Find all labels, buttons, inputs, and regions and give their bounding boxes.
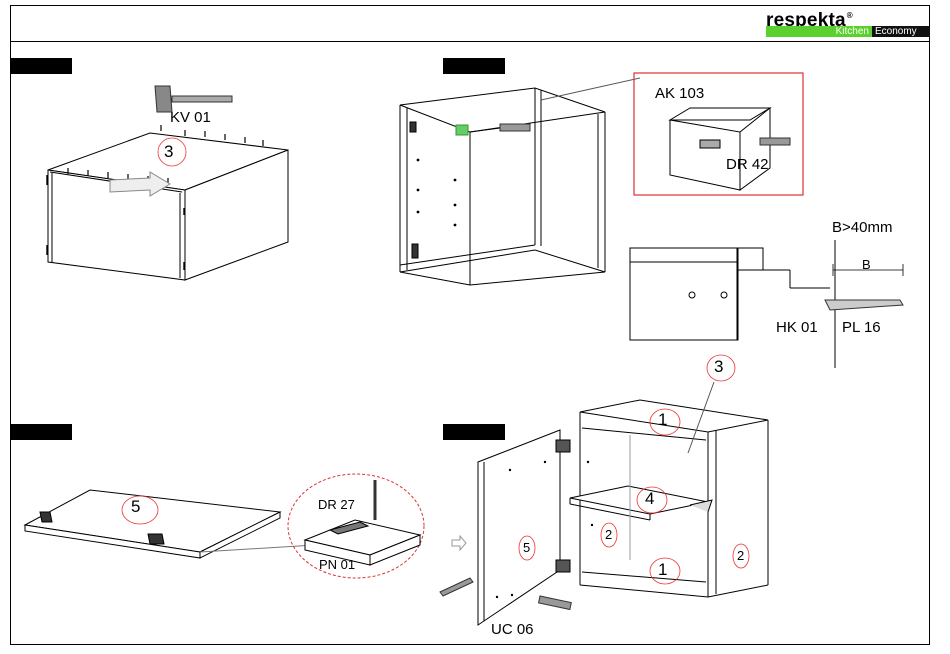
label-dr27: DR 27	[318, 497, 355, 513]
label-kv01: KV 01	[170, 110, 211, 126]
door-flat-number: 5	[131, 499, 140, 515]
label-ak103: AK 103	[655, 86, 704, 102]
step2-cabinet	[400, 78, 640, 285]
step1-part-number: 3	[164, 144, 173, 160]
label-hk01: HK 01	[776, 320, 818, 336]
ak103-bracket	[670, 108, 790, 190]
shelf-bottom-number: 1	[658, 562, 667, 578]
side-right-number: 2	[737, 548, 744, 564]
door-number: 5	[523, 540, 530, 556]
step4-cabinet	[440, 382, 768, 625]
label-dr42: DR 42	[726, 157, 769, 173]
hinge-detail	[305, 480, 420, 565]
label-pn01: PN 01	[319, 557, 355, 573]
shelf-mid-number: 4	[645, 491, 654, 507]
shelf-top-number: 1	[658, 412, 667, 428]
detail-part-number: 3	[714, 359, 723, 375]
label-uc06: UC 06	[491, 622, 534, 638]
label-pl16: PL 16	[842, 320, 881, 336]
label-b: B	[862, 257, 871, 273]
step3-door	[25, 490, 315, 558]
step1-cabinet	[47, 86, 288, 280]
side-left-number: 2	[605, 527, 612, 543]
label-b-rule: B>40mm	[832, 220, 892, 236]
